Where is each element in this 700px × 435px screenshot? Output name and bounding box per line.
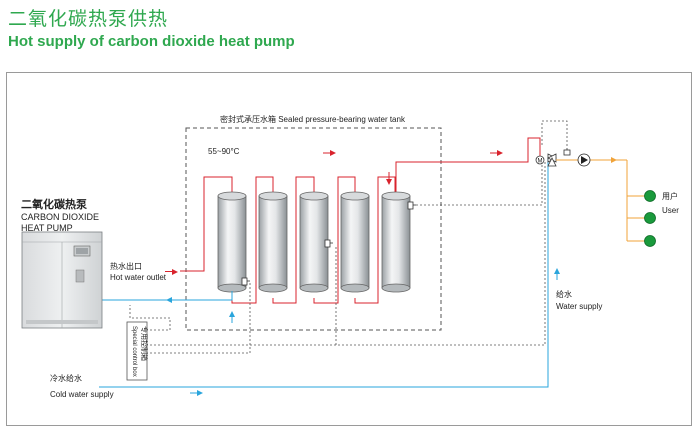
cylinder-4: [340, 191, 370, 293]
title-english: Hot supply of carbon dioxide heat pump: [8, 33, 295, 50]
user-label-en: User: [662, 206, 679, 215]
cold-supply-label-en: Cold water supply: [50, 390, 114, 399]
special-control-box: 专用控制箱 Special control box: [126, 321, 149, 381]
valve-m-label: M: [538, 159, 543, 165]
cylinder-5: [381, 191, 411, 293]
user-pipes: [556, 159, 646, 242]
circulation-pump: [577, 153, 591, 167]
heat-pump-label-en-1: CARBON DIOXIDE: [21, 212, 100, 222]
tank-boundary: [185, 127, 442, 331]
heat-pump-label-cn: 二氧化碳热泵: [21, 199, 87, 211]
heat-pump-unit: [21, 231, 103, 329]
control-lines: [129, 120, 568, 354]
cylinder-1: [217, 191, 247, 293]
temperature-sensors: [241, 201, 416, 286]
title-chinese: 二氧化碳热泵供热: [8, 9, 169, 30]
heat-pump-label-en-2: HEAT PUMP: [21, 223, 73, 233]
hot-outlet-label-en: Hot water outlet: [110, 273, 167, 282]
control-box-label-en: Special control box: [131, 326, 137, 377]
user-node-2: [644, 212, 656, 224]
hot-flow-arrows: [165, 150, 503, 275]
control-box-label-cn: 专用控制箱: [140, 326, 149, 361]
user-flow-arrow: [611, 157, 617, 163]
heat-pump-label: 二氧化碳热泵 CARBON DIOXIDE HEAT PUMP: [21, 198, 99, 234]
hot-water-pipes: [180, 137, 541, 304]
user-nodes: [644, 190, 656, 247]
three-way-valve: M: [535, 153, 557, 167]
cold-supply-label-cn: 冷水给水: [50, 373, 82, 383]
cold-water-pipes: [99, 158, 549, 388]
access-door: [75, 269, 85, 283]
tank-temperature: 55~90°C: [208, 147, 240, 156]
tank-cylinders: [217, 191, 411, 293]
water-supply-label-en: Water supply: [556, 302, 602, 311]
hot-outlet-label-cn: 热水出口: [110, 261, 142, 271]
diagram-frame: [6, 72, 692, 426]
cylinder-3: [299, 191, 329, 293]
cylinder-2: [258, 191, 288, 293]
user-label-cn: 用户: [662, 191, 678, 201]
tank-label: 密封式承压水箱 Sealed pressure-bearing water ta…: [220, 114, 406, 124]
user-node-1: [644, 190, 656, 202]
outlet-sensor: [563, 148, 571, 156]
water-supply-label-cn: 给水: [556, 289, 572, 299]
cold-flow-arrows: [166, 268, 560, 396]
user-node-3: [644, 235, 656, 247]
